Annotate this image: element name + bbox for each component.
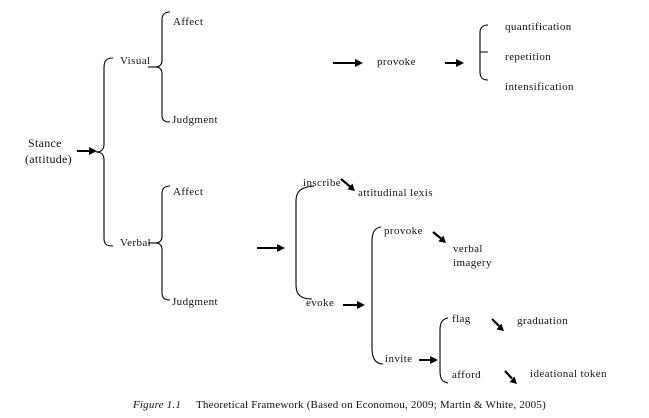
caption-figure-number: Figure 1.1 — [133, 399, 182, 411]
node-afford: afford — [452, 369, 482, 381]
node-ideational-token: ideational token — [530, 368, 607, 380]
node-verbal-imagery-line1: verbal — [453, 243, 483, 255]
node-visual-affect: Affect — [173, 16, 204, 28]
node-repetition: repetition — [505, 51, 552, 63]
provoke-diagonal-arrow-icon — [432, 231, 446, 243]
verbal-flow-arrow-icon — [257, 244, 285, 252]
node-visual-judgment: Judgment — [172, 114, 218, 126]
afford-diagonal-arrow-icon — [504, 370, 517, 384]
node-verbal-affect: Affect — [173, 186, 204, 198]
node-verbal-judgment: Judgment — [172, 296, 218, 308]
node-evoke: evoke — [306, 297, 335, 309]
node-graduation: graduation — [517, 315, 569, 327]
provoke-invite-bracket — [371, 226, 384, 365]
provoke-leaves-bracket — [479, 24, 489, 81]
node-inscribe: inscribe — [303, 177, 342, 189]
caption-text: Theoretical Framework (Based on Economou… — [196, 399, 546, 411]
invite-arrow-icon — [419, 356, 438, 364]
evoke-arrow-icon — [343, 301, 365, 309]
node-quantification: quantification — [505, 21, 572, 33]
node-attitudinal-lexis: attitudinal lexis — [358, 187, 433, 199]
inscribe-diagonal-arrow-icon — [340, 178, 355, 191]
flag-diagonal-arrow-icon — [491, 318, 504, 331]
stance-brace — [95, 57, 114, 247]
root-label-attitude: (attitude) — [25, 152, 72, 166]
node-invite: invite — [385, 353, 413, 365]
visual-provoke-arrow-icon — [333, 59, 363, 67]
node-visual: Visual — [120, 55, 151, 67]
node-verbal-imagery-line2: imagery — [453, 257, 492, 269]
provoke-leaves-arrow-icon — [445, 59, 464, 67]
flag-afford-bracket — [439, 317, 449, 384]
node-intensification: intensification — [505, 81, 574, 93]
stance-arrow-icon — [77, 147, 97, 155]
node-flag: flag — [452, 313, 471, 325]
node-visual-provoke: provoke — [377, 56, 416, 68]
node-verbal: Verbal — [120, 237, 152, 249]
visual-brace — [154, 11, 171, 123]
verbal-brace — [154, 185, 171, 301]
root-label-stance: Stance — [28, 136, 62, 150]
node-verbal-provoke: provoke — [384, 225, 423, 237]
inscribe-evoke-bracket — [295, 185, 315, 300]
